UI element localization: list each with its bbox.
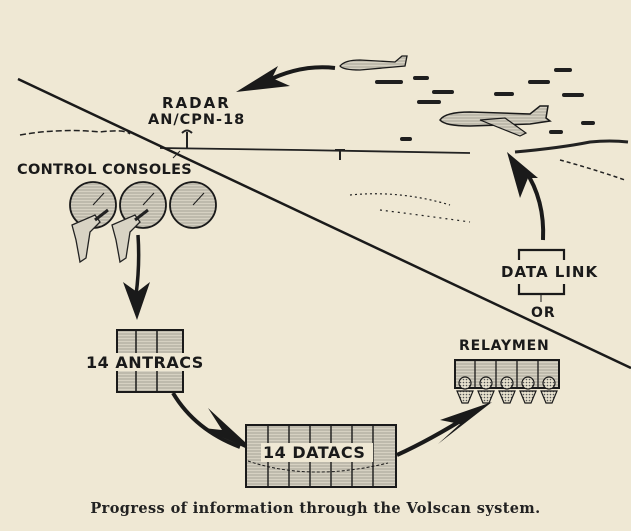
or-label: OR <box>531 305 556 321</box>
distant-aircraft-icon <box>339 55 408 71</box>
ground-air-divider-line <box>17 77 631 370</box>
figure-caption: Progress of information through the Vols… <box>90 500 541 517</box>
antracs-label: 14 ANTRACS <box>86 353 204 372</box>
arrowhead-down-icon <box>123 282 150 320</box>
arrow-datalink-to-aircraft <box>523 168 546 241</box>
data-link-label: DATA LINK <box>501 263 599 281</box>
arrowhead-upright-icon <box>438 402 492 444</box>
radar-label-line2: AN/CPN-18 <box>148 112 246 128</box>
arrowhead-right-icon <box>203 408 258 454</box>
aircraft-formation <box>339 55 595 141</box>
horizon-terrain <box>19 129 629 223</box>
relaymen-label: RELAYMEN <box>459 338 550 354</box>
data-link-bracket <box>517 248 566 302</box>
arrowhead-left-icon <box>236 66 290 92</box>
radar-antenna-icon <box>172 129 193 159</box>
pointing-hands-icon <box>71 208 149 264</box>
lead-aircraft-icon <box>439 105 552 137</box>
arrowhead-up-icon <box>507 152 538 198</box>
antracs-unit-icon <box>85 329 215 393</box>
datacs-label: 14 DATACS <box>263 443 366 462</box>
control-consoles-label: CONTROL CONSOLES <box>17 162 193 178</box>
arrow-consoles-to-antracs <box>134 234 141 296</box>
relaymen-unit-icon <box>454 359 560 404</box>
radar-label-line1: RADAR <box>162 94 231 112</box>
datacs-unit-icon <box>245 424 397 488</box>
control-consoles-group <box>69 181 217 229</box>
tower-icon <box>335 149 345 160</box>
arrow-antracs-to-datacs <box>171 391 241 449</box>
